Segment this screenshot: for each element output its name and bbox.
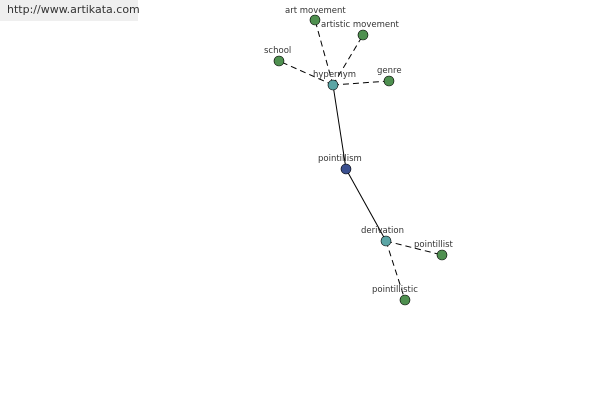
- label-pointillistic[interactable]: pointillistic: [372, 285, 418, 295]
- label-hypernym[interactable]: hypernym: [313, 70, 356, 80]
- node-derivation[interactable]: [380, 235, 392, 247]
- label-art-movement[interactable]: art movement: [285, 6, 346, 16]
- edge-derivation-pointillistic: [385, 240, 406, 301]
- label-pointillist[interactable]: pointillist: [414, 240, 454, 250]
- node-art-movement[interactable]: [309, 14, 321, 26]
- node-pointillistic[interactable]: [399, 294, 411, 306]
- label-pointillism[interactable]: pointillism: [318, 154, 362, 164]
- node-genre[interactable]: [383, 75, 395, 87]
- edge-pointillism-hypernym: [332, 84, 347, 170]
- node-artistic-movement[interactable]: [357, 29, 369, 41]
- label-derivation[interactable]: derivation: [361, 226, 404, 236]
- edge-hypernym-genre: [332, 80, 390, 86]
- label-school[interactable]: school: [264, 46, 291, 56]
- edge-hypernym-art-movement: [314, 19, 334, 86]
- node-hypernym[interactable]: [327, 79, 339, 91]
- graph-nodes: [273, 14, 448, 306]
- graph-edges: [278, 19, 443, 301]
- graph-labels: pointillism hypernym derivation art move…: [264, 6, 454, 295]
- node-pointillist[interactable]: [436, 249, 448, 261]
- node-pointillism[interactable]: [340, 163, 352, 175]
- edge-pointillism-derivation: [345, 168, 387, 242]
- label-artistic-movement[interactable]: artistic movement: [321, 20, 400, 30]
- source-url[interactable]: http://www.artikata.com: [0, 0, 140, 21]
- node-school[interactable]: [273, 55, 285, 67]
- label-genre[interactable]: genre: [377, 66, 402, 76]
